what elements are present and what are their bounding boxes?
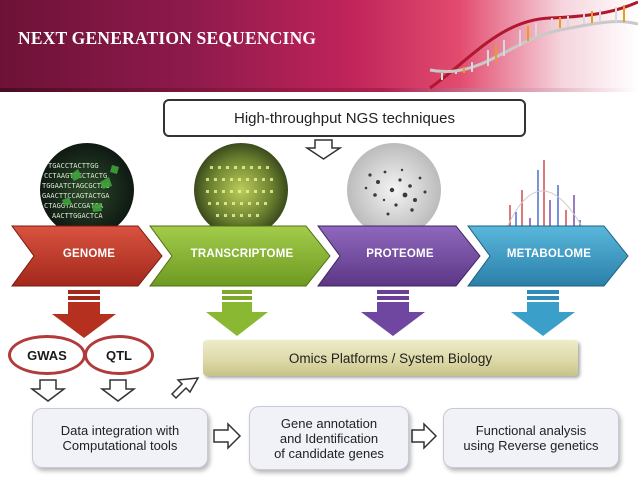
right-arrow-icon (213, 422, 242, 450)
genome-label: GENOME (62, 248, 116, 260)
step-label: Gene annotation and Identification of ca… (274, 415, 384, 461)
metabolome-image (504, 160, 586, 233)
step-label: Data integration with Computational tool… (60, 423, 180, 453)
header-banner (0, 0, 638, 92)
svg-text:TGACCTACTTGG: TGACCTACTTGG (48, 162, 99, 170)
down-arrow-icon (304, 139, 343, 160)
gwas-oval: GWAS (8, 335, 86, 375)
proteome-label: PROTEOME (366, 248, 434, 260)
header-divider (0, 88, 638, 92)
functional-analysis-step: Functional analysis using Reverse geneti… (443, 408, 619, 468)
transcriptome-down-arrow (206, 290, 268, 336)
svg-text:AACTTGGACTCA: AACTTGGACTCA (52, 212, 103, 220)
genome-down-arrow (52, 290, 116, 338)
data-integration-step: Data integration with Computational tool… (32, 408, 208, 468)
proteome-down-arrow (361, 290, 425, 336)
svg-text:GAACTTCCAGTACTGA: GAACTTCCAGTACTGA (42, 192, 110, 200)
ngs-techniques-box: High-throughput NGS techniques (163, 99, 526, 137)
diagonal-arrow-icon (170, 377, 200, 400)
qtl-down-arrow-icon (99, 379, 137, 402)
step-label: Functional analysis using Reverse geneti… (463, 423, 599, 453)
transcriptome-label: TRANSCRIPTOME (190, 248, 294, 260)
metabolome-down-arrow (511, 290, 575, 336)
proteome-chevron (317, 225, 481, 287)
gene-annotation-step: Gene annotation and Identification of ca… (249, 406, 409, 470)
qtl-oval: QTL (84, 335, 154, 375)
gwas-down-arrow-icon (29, 379, 67, 402)
genome-chevron (11, 225, 163, 287)
svg-text:CTAGGTACCGATGA: CTAGGTACCGATGA (44, 202, 104, 210)
genome-image: TGACCTACTTGG CCTAAGTTCCTACTG TGGAATCTAGC… (40, 143, 134, 237)
omics-platforms-bar: Omics Platforms / System Biology (203, 340, 578, 376)
page-title: NEXT GENERATION SEQUENCING (18, 28, 317, 48)
svg-text:TGGAATCTAGCGCTAG: TGGAATCTAGCGCTAG (42, 182, 109, 190)
metabolome-label: METABOLOME (506, 248, 592, 260)
dna-helix-icon (429, 0, 638, 90)
right-arrow-icon (411, 422, 438, 450)
transcriptome-chevron (149, 225, 331, 287)
transcriptome-image (194, 143, 288, 237)
proteome-image (347, 143, 441, 237)
metabolome-chevron (467, 225, 629, 287)
